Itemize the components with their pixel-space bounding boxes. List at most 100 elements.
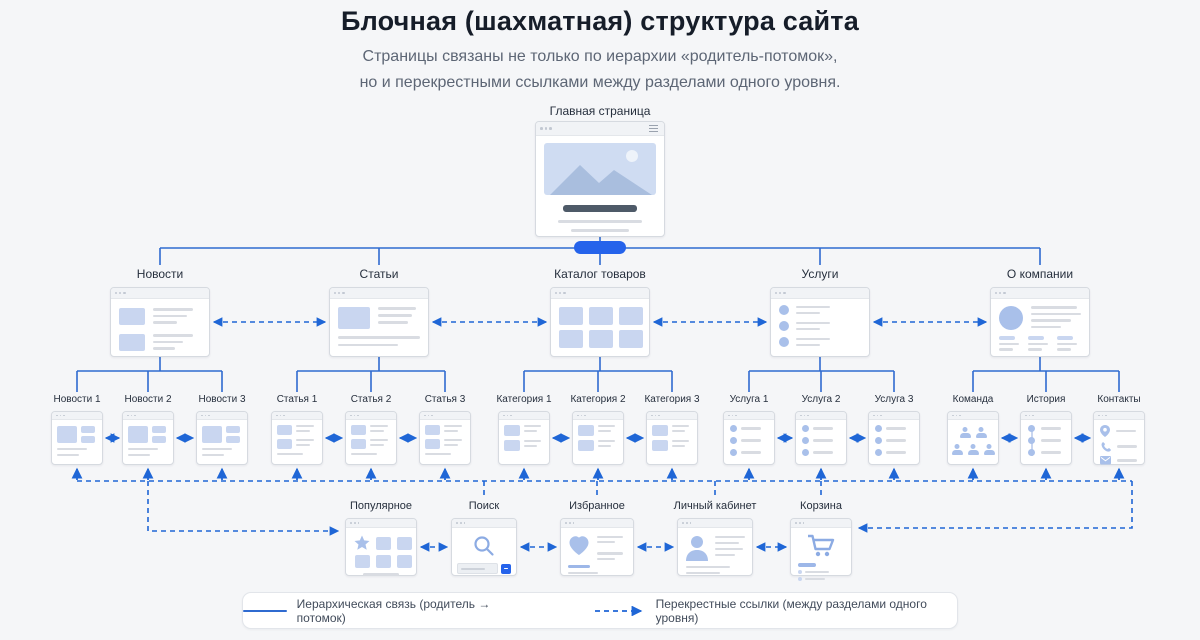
child-6-label: Категория 1	[496, 394, 552, 405]
news-thumb-block	[202, 426, 222, 443]
browser-titlebar	[991, 288, 1089, 299]
hero-image	[544, 143, 656, 195]
browser-titlebar	[1094, 412, 1144, 420]
browser-titlebar	[791, 519, 851, 528]
subtitle-line-1: Страницы связаны не только по иерархии «…	[362, 48, 838, 65]
utility-3-card	[677, 518, 753, 576]
utility-3-label: Личный кабинет	[673, 500, 757, 512]
browser-dots-icon	[555, 291, 566, 295]
subtitle-line-2: но и перекрестными ссылками между раздел…	[359, 74, 841, 91]
popular-block	[375, 555, 391, 568]
news-item-icon	[197, 420, 247, 464]
utility-0-label: Популярное	[349, 500, 413, 512]
text-lines	[444, 439, 462, 446]
root-page-label: Главная страница	[549, 104, 651, 118]
text-lines	[524, 440, 541, 447]
browser-titlebar	[869, 412, 919, 420]
text-lines	[813, 451, 833, 454]
service-bullet-icon	[730, 437, 737, 444]
category-item-icon	[499, 420, 549, 464]
section-1-label: Статьи	[359, 267, 399, 281]
about-company-icon	[991, 299, 1089, 356]
legend-hierarchy-item: Иерархическая связь (родитель → потомок)	[243, 597, 530, 625]
contacts-icon	[1094, 420, 1144, 465]
child-0-card	[51, 411, 103, 465]
browser-titlebar	[346, 519, 416, 528]
article-image-block	[338, 307, 370, 329]
child-2-card	[196, 411, 248, 465]
timeline-dot-icon	[1028, 425, 1035, 432]
child-12-label: Команда	[952, 394, 994, 405]
product-block	[589, 307, 613, 325]
mail-icon	[1100, 456, 1111, 465]
popular-block	[375, 536, 391, 550]
company-logo-icon	[999, 306, 1023, 330]
timeline-dot-icon	[1028, 449, 1035, 456]
news-thumb-block	[57, 426, 77, 443]
service-item-icon	[869, 420, 919, 464]
browser-titlebar	[948, 412, 998, 420]
image-placeholder-icon	[550, 150, 652, 195]
search-input	[457, 563, 498, 574]
text-lines	[672, 440, 689, 447]
search-button	[501, 563, 511, 574]
child-13-label: История	[1026, 394, 1066, 405]
product-grid	[551, 299, 649, 348]
text-lines	[886, 451, 906, 454]
child-10-card	[795, 411, 847, 465]
product-block	[559, 330, 583, 348]
text-lines	[1117, 459, 1137, 462]
text-lines	[1117, 445, 1137, 448]
child-7-label: Категория 2	[570, 394, 626, 405]
text-lines	[524, 425, 541, 432]
browser-titlebar	[272, 412, 322, 420]
person-icon	[951, 444, 963, 455]
team-icon	[948, 420, 998, 464]
text-lines	[813, 439, 833, 442]
article-item-icon	[346, 420, 396, 464]
service-bullet-icon	[730, 449, 737, 456]
news-item-icon	[52, 420, 102, 464]
browser-dots-icon	[276, 414, 285, 417]
section-3-label: Услуги	[801, 267, 839, 281]
browser-dots-icon	[540, 127, 552, 130]
child-8-card	[646, 411, 698, 465]
text-lines	[338, 336, 420, 346]
product-grid-icon	[551, 299, 649, 356]
page-title: Блочная (шахматная) структура сайта	[341, 6, 859, 36]
person-icon	[959, 427, 971, 438]
person-icon	[983, 444, 995, 455]
browser-dots-icon	[873, 414, 882, 417]
child-5-card	[419, 411, 471, 465]
text-lines	[370, 425, 388, 432]
child-10-label: Услуга 2	[801, 394, 841, 405]
browser-titlebar	[123, 412, 173, 420]
browser-titlebar	[724, 412, 774, 420]
text-lines	[57, 448, 97, 456]
child-6-card	[498, 411, 550, 465]
service-bullet-icon	[875, 449, 882, 456]
browser-dots-icon	[682, 522, 692, 524]
child-5-label: Статья 3	[424, 394, 466, 405]
child-1-label: Новости 2	[124, 394, 172, 405]
text-lines	[1041, 451, 1061, 454]
section-0-label: Новости	[136, 267, 184, 281]
browser-dots-icon	[115, 291, 126, 295]
text-lines	[425, 453, 465, 455]
browser-dots-icon	[1025, 414, 1034, 417]
browser-titlebar	[771, 288, 869, 299]
text-lines	[296, 439, 314, 446]
text-lines	[1041, 439, 1061, 442]
popular-block	[354, 555, 370, 568]
browser-dots-icon	[795, 522, 805, 524]
section-3-card	[770, 287, 870, 357]
text-lines	[813, 427, 833, 430]
browser-titlebar	[111, 288, 209, 299]
text-lines	[296, 425, 314, 432]
utility-1-label: Поиск	[468, 500, 500, 512]
article-item-icon	[420, 420, 470, 464]
service-bullet-icon	[779, 305, 789, 315]
news-thumb-block	[128, 426, 148, 443]
